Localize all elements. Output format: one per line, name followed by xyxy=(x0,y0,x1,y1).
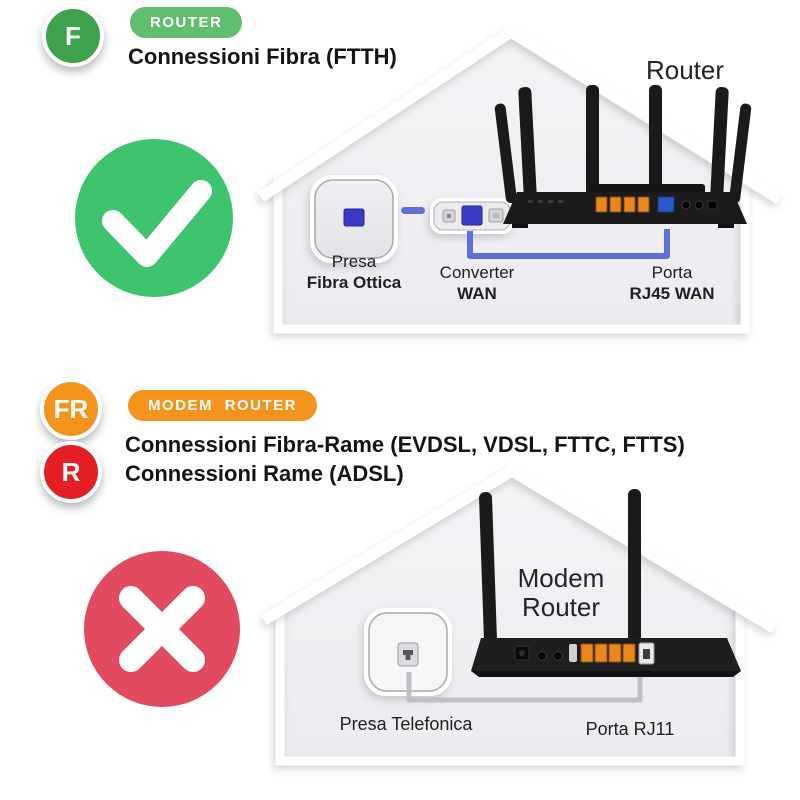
lan-port-icon xyxy=(594,643,608,663)
wan-port-icon xyxy=(657,196,675,213)
lan-port-icon xyxy=(623,196,636,213)
phone-wall-socket xyxy=(364,608,452,696)
fiber-title: Connessioni Fibra (FTTH) xyxy=(128,44,397,69)
rame-badge-letter: R xyxy=(61,456,81,487)
fiber-cable-dash xyxy=(401,207,425,214)
wan-cable xyxy=(467,229,670,259)
converter-label: Converter WAN xyxy=(439,263,515,303)
router-tag: ROUTER xyxy=(130,7,243,38)
check-icon xyxy=(75,139,233,297)
lan-port-icon xyxy=(637,196,650,213)
phone-jack-icon xyxy=(403,650,413,660)
rame-badge: R xyxy=(40,441,102,503)
phone-cable xyxy=(406,669,643,703)
fibra-rame-badge-letters: FR xyxy=(53,393,89,424)
house-bottom-roof xyxy=(261,464,777,633)
fiber-wall-socket xyxy=(310,175,398,263)
modem-router-tag-label: MODEM ROUTER xyxy=(148,397,297,414)
modem-router-label: Modem Router xyxy=(517,563,605,622)
modem-router-image xyxy=(471,489,741,677)
house-bottom-walls xyxy=(275,606,745,766)
fiber-socket-label: Presa Fibra Ottica xyxy=(306,252,402,292)
lan-port-icon xyxy=(580,643,594,663)
lan-port-icon xyxy=(609,196,622,213)
converter-device xyxy=(430,198,514,234)
router-image xyxy=(494,85,752,228)
copper-title-line2: Connessioni Rame (ADSL) xyxy=(125,461,404,486)
modem-router-tag: MODEM ROUTER xyxy=(128,390,317,421)
rj45-port-label: Porta RJ45 WAN xyxy=(629,263,715,303)
fiber-port-icon xyxy=(343,208,365,227)
router-tag-label: ROUTER xyxy=(150,14,223,31)
rj11-port-label: Porta RJ11 xyxy=(585,719,675,739)
lan-port-icon xyxy=(622,643,636,663)
house-top-walls xyxy=(273,176,750,334)
fiber-badge-letter: F xyxy=(65,20,81,51)
phone-socket-label: Presa Telefonica xyxy=(339,714,473,734)
copper-title-line1: Connessioni Fibra-Rame (EVDSL, VDSL, FTT… xyxy=(125,432,685,457)
cross-icon xyxy=(84,551,240,707)
usb-port-icon xyxy=(569,644,577,662)
lan-port-icon xyxy=(608,643,622,663)
house-top-roof xyxy=(257,25,782,204)
fiber-badge: F xyxy=(42,5,104,67)
fibra-rame-badge: FR xyxy=(40,378,102,440)
lan-port-icon xyxy=(595,196,608,213)
router-label: Router xyxy=(645,55,725,85)
